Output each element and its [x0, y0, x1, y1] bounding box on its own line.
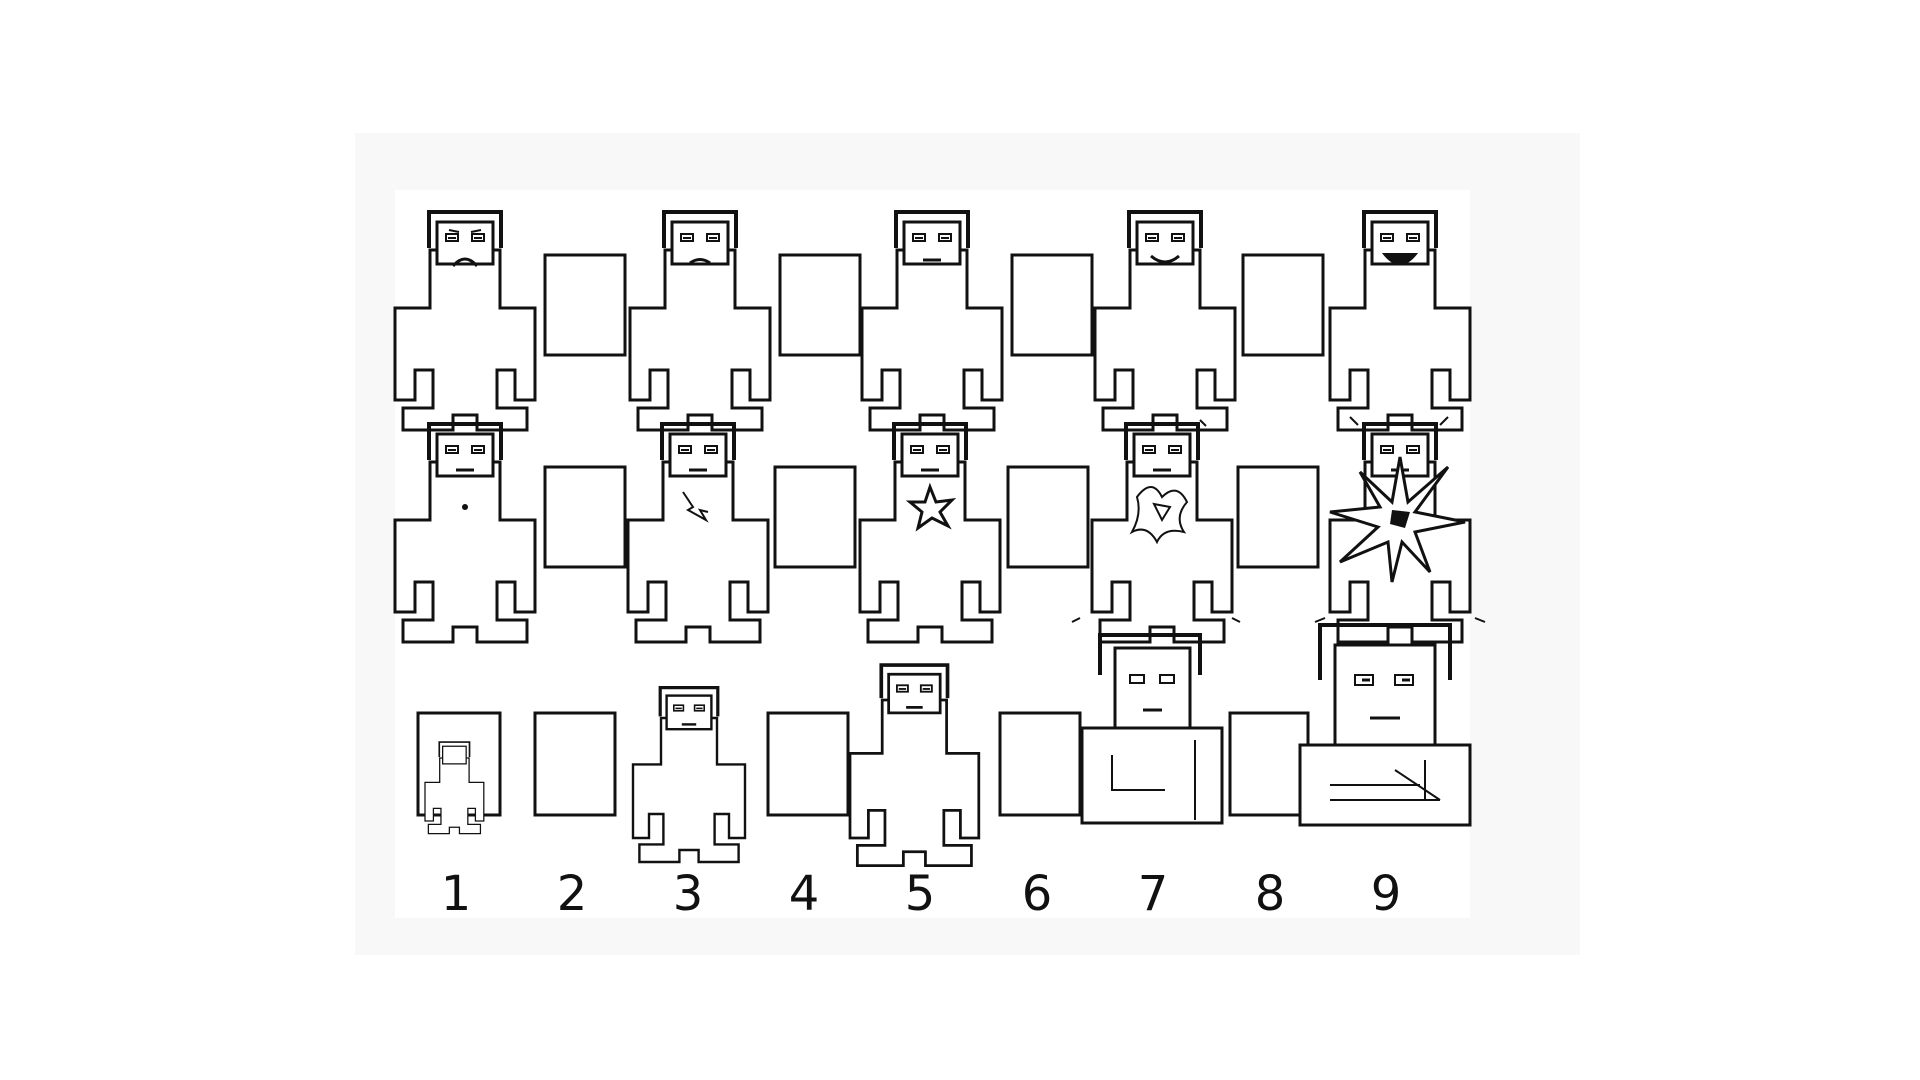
valence-blank-4 — [778, 253, 862, 357]
valence-row — [393, 210, 1472, 432]
valence-figure-5 — [860, 210, 1004, 432]
scale-labels: 1 2 3 4 5 6 7 8 9 — [441, 866, 1402, 922]
scale-label-1: 1 — [441, 866, 472, 922]
valence-blank-2 — [543, 253, 627, 357]
arousal-figure-3 — [626, 422, 770, 644]
arousal-figure-9 — [1314, 416, 1486, 644]
valence-blank-8 — [1241, 253, 1325, 357]
valence-blank-6 — [1010, 253, 1094, 357]
valence-figure-9 — [1328, 210, 1472, 432]
arousal-blank-6 — [1006, 465, 1090, 569]
valence-figure-7 — [1093, 210, 1237, 432]
valence-figure-1 — [393, 210, 537, 432]
dominance-figure-9 — [1298, 623, 1472, 827]
dominance-blank-8 — [1228, 711, 1310, 817]
scale-label-5: 5 — [905, 866, 936, 922]
dominance-figure-1 — [416, 711, 502, 835]
dominance-blank-2 — [533, 711, 617, 817]
dominance-figure-3 — [631, 685, 747, 864]
scale-label-8: 8 — [1255, 866, 1286, 922]
arousal-figure-7 — [1071, 419, 1241, 644]
arousal-row — [393, 416, 1486, 644]
arousal-figure-5 — [858, 422, 1002, 644]
scale-label-3: 3 — [673, 866, 704, 922]
dominance-row — [416, 623, 1472, 867]
scale-label-7: 7 — [1138, 866, 1169, 922]
valence-figure-3 — [628, 210, 772, 432]
scale-label-2: 2 — [557, 866, 588, 922]
dominance-figure-7 — [1080, 633, 1224, 825]
arousal-figure-1 — [393, 422, 537, 644]
scale-label-6: 6 — [1022, 866, 1053, 922]
dominance-blank-6 — [998, 711, 1082, 817]
scale-label-4: 4 — [789, 866, 820, 922]
arousal-blank-2 — [543, 465, 627, 569]
arousal-blank-8 — [1236, 465, 1320, 569]
scale-label-9: 9 — [1371, 866, 1402, 922]
dominance-blank-4 — [766, 711, 850, 817]
dominance-figure-5 — [848, 663, 981, 867]
arousal-blank-4 — [773, 465, 857, 569]
